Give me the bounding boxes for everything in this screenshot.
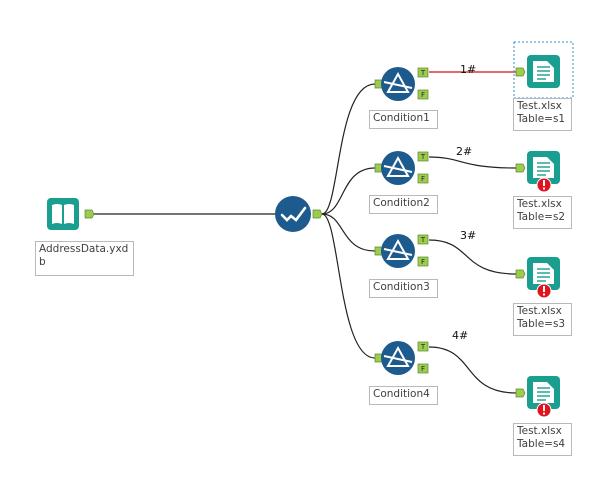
condition3-text: Condition3 xyxy=(373,281,430,293)
filter-prism-icon xyxy=(383,345,413,367)
output4-label: Test.xlsx Table=s4 xyxy=(513,423,572,456)
connection-condition4-to-output4[interactable] xyxy=(428,346,517,394)
true-anchor-text: T xyxy=(420,153,426,161)
false-anchor-text: F xyxy=(421,91,425,99)
true-anchor[interactable]: T xyxy=(417,151,429,162)
false-anchor[interactable]: F xyxy=(417,89,429,100)
false-anchor[interactable]: F xyxy=(417,173,429,184)
filter-prism-icon xyxy=(383,71,413,93)
output3-label: Test.xlsx Table=s3 xyxy=(513,303,572,336)
input-label-line1: AddressData.yxd xyxy=(39,243,129,255)
output2-line1: Test.xlsx xyxy=(517,198,562,210)
filter-tool-4[interactable]: TF xyxy=(374,341,429,375)
document-output-icon xyxy=(533,157,554,178)
true-anchor-text: T xyxy=(420,236,426,244)
input-anchor[interactable] xyxy=(515,269,526,279)
union-tool[interactable] xyxy=(275,196,323,232)
false-anchor-text: F xyxy=(421,365,425,373)
output-anchor[interactable] xyxy=(84,209,95,219)
false-anchor-text: F xyxy=(421,175,425,183)
input-anchor[interactable] xyxy=(515,163,526,173)
error-icon xyxy=(536,402,552,418)
connection-union-to-condition2[interactable] xyxy=(321,167,376,215)
union-check-icon xyxy=(280,206,307,222)
condition3-label: Condition3 xyxy=(369,279,438,298)
true-anchor-text: T xyxy=(420,69,426,77)
error-icon xyxy=(536,283,552,299)
filter-tool-2[interactable]: TF xyxy=(374,151,429,185)
book-input-icon xyxy=(52,204,74,224)
output2-label: Test.xlsx Table=s2 xyxy=(513,196,572,229)
condition2-label: Condition2 xyxy=(369,195,438,214)
output1-line1: Test.xlsx xyxy=(517,100,562,112)
condition2-text: Condition2 xyxy=(373,197,430,209)
false-anchor[interactable]: F xyxy=(417,256,429,267)
connection-union-to-condition4[interactable] xyxy=(321,213,376,359)
error-icon xyxy=(536,177,552,193)
output3-line2: Table=s3 xyxy=(517,318,566,330)
condition4-text: Condition4 xyxy=(373,388,430,400)
true-anchor[interactable]: T xyxy=(417,234,429,245)
connection-label-3: 3# xyxy=(460,229,477,242)
output1-label: Test.xlsx Table=s1 xyxy=(513,98,572,131)
connection-label-2: 2# xyxy=(456,145,473,158)
connection-label-4: 4# xyxy=(452,329,469,342)
output-data-tool-3[interactable] xyxy=(515,257,560,299)
output3-line1: Test.xlsx xyxy=(517,305,562,317)
connection-condition3-to-output3[interactable] xyxy=(428,239,517,275)
filter-tool-1[interactable]: TF xyxy=(374,67,429,101)
condition1-text: Condition1 xyxy=(373,112,430,124)
output-data-tool-1[interactable] xyxy=(515,55,560,88)
true-anchor-text: T xyxy=(420,343,426,351)
filter-prism-icon xyxy=(383,238,413,260)
input-tool-label: AddressData.yxd b xyxy=(35,241,134,276)
input-anchor[interactable] xyxy=(515,67,526,77)
false-anchor-text: F xyxy=(421,258,425,266)
document-output-icon xyxy=(533,263,554,284)
output4-line2: Table=s4 xyxy=(517,438,566,450)
input-anchor[interactable] xyxy=(515,388,526,398)
document-output-icon xyxy=(533,61,554,82)
filter-tool-3[interactable]: TF xyxy=(374,234,429,268)
connection-union-to-condition1[interactable] xyxy=(321,83,376,215)
output2-line2: Table=s2 xyxy=(517,211,566,223)
input-label-line2: b xyxy=(39,256,46,268)
input-data-tool[interactable] xyxy=(47,198,95,230)
false-anchor[interactable]: F xyxy=(417,363,429,374)
connection-condition2-to-output2[interactable] xyxy=(428,156,517,169)
output-data-tool-2[interactable] xyxy=(515,151,560,193)
output-anchor[interactable] xyxy=(312,209,323,219)
condition1-label: Condition1 xyxy=(369,110,438,129)
output4-line1: Test.xlsx xyxy=(517,425,562,437)
condition4-label: Condition4 xyxy=(369,386,438,405)
document-output-icon xyxy=(533,382,554,403)
output-data-tool-4[interactable] xyxy=(515,376,560,418)
output1-line2: Table=s1 xyxy=(517,113,566,125)
connection-union-to-condition3[interactable] xyxy=(321,213,376,252)
true-anchor[interactable]: T xyxy=(417,67,429,78)
connection-label-1: 1# xyxy=(460,63,477,76)
filter-prism-icon xyxy=(383,155,413,177)
true-anchor[interactable]: T xyxy=(417,341,429,352)
